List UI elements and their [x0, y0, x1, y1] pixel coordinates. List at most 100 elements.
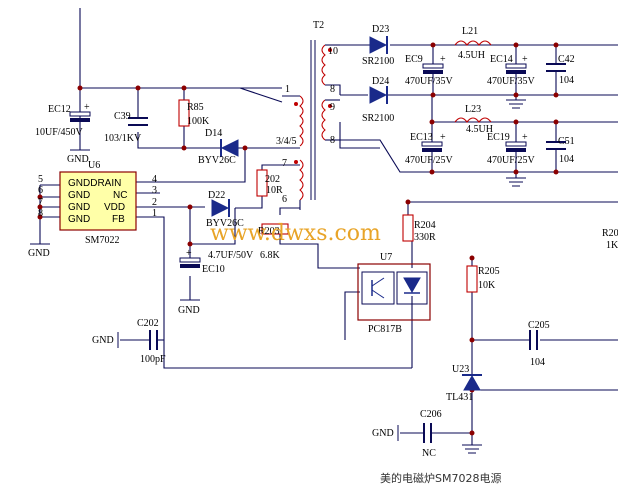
- svg-text:SR2100: SR2100: [362, 56, 394, 67]
- cap-ec19: + EC19 470UF/25V: [487, 132, 536, 166]
- cap-c39: C39 103/1KV: [104, 111, 148, 144]
- svg-text:C206: C206: [420, 409, 442, 420]
- wires: [39, 8, 618, 445]
- svg-text:GND: GND: [68, 214, 90, 225]
- resistor-r20x-partial: R20 1K: [602, 228, 618, 251]
- svg-text:GND: GND: [68, 202, 90, 213]
- ground-symbol-out1: [506, 99, 526, 109]
- svg-text:5: 5: [38, 174, 43, 185]
- svg-text:470UF/35V: 470UF/35V: [405, 76, 454, 87]
- junction-dots: [37, 42, 559, 436]
- svg-text:GND: GND: [28, 248, 50, 259]
- svg-text:L21: L21: [462, 26, 478, 37]
- cap-ec14: + EC14 470UF/35V: [487, 54, 536, 87]
- cap-ec9: + EC9 470UF/35V: [405, 54, 454, 87]
- svg-text:EC12: EC12: [48, 104, 71, 115]
- svg-text:U23: U23: [452, 364, 469, 375]
- svg-text:R204: R204: [414, 220, 436, 231]
- svg-text:+: +: [84, 102, 90, 113]
- svg-text:470UF/25V: 470UF/25V: [487, 155, 536, 166]
- t2-pin-7: 7: [282, 158, 287, 169]
- svg-text:4.5UH: 4.5UH: [466, 124, 493, 135]
- svg-text:SM7022: SM7022: [85, 235, 119, 246]
- svg-text:EC14: EC14: [490, 54, 513, 65]
- svg-text:+: +: [186, 248, 192, 259]
- t2-pin-6: 6: [282, 194, 287, 205]
- svg-text:GND: GND: [68, 190, 90, 201]
- svg-text:100K: 100K: [187, 116, 210, 127]
- t2-pin-8b: 8: [330, 135, 335, 146]
- svg-text:R205: R205: [478, 266, 500, 277]
- optocoupler-u7: U7 PC817B: [357, 252, 431, 335]
- svg-text:GND: GND: [67, 154, 89, 165]
- resistor-r205: R205 10K: [466, 265, 500, 293]
- svg-text:104: 104: [559, 75, 574, 86]
- cap-ec13: + EC13 470UF/25V: [405, 132, 454, 166]
- svg-text:R203: R203: [258, 226, 280, 237]
- inductor-l23: L23 4.5UH: [454, 104, 493, 135]
- svg-text:TL431: TL431: [446, 392, 473, 403]
- svg-text:103/1KV: 103/1KV: [104, 133, 142, 144]
- svg-text:L23: L23: [465, 104, 481, 115]
- ground-symbol-out2: [506, 177, 526, 187]
- svg-text:GNDDRAIN: GNDDRAIN: [68, 178, 121, 189]
- t2-pin-8a: 8: [330, 84, 335, 95]
- svg-text:NC: NC: [113, 190, 127, 201]
- svg-text:10K: 10K: [478, 280, 496, 291]
- svg-text:+: +: [440, 132, 446, 143]
- regulator-u23: U23 TL431: [446, 364, 482, 403]
- svg-text:+: +: [440, 54, 446, 65]
- svg-text:D23: D23: [372, 24, 389, 35]
- svg-text:1: 1: [152, 208, 157, 219]
- t2-pin-1: 1: [285, 84, 290, 95]
- svg-text:BYV26C: BYV26C: [198, 155, 236, 166]
- svg-text:8: 8: [38, 208, 43, 219]
- cap-c202: GND C202 100pF: [92, 318, 166, 365]
- svg-text:470UF/25V: 470UF/25V: [405, 155, 454, 166]
- t2-pin-345: 3/4/5: [276, 136, 297, 147]
- svg-text:6: 6: [38, 185, 43, 196]
- svg-text:R20: R20: [602, 228, 618, 239]
- t2-label: T2: [313, 20, 324, 31]
- cap-c205: C205 104: [528, 320, 550, 368]
- svg-text:104: 104: [559, 154, 574, 165]
- svg-text:FB: FB: [112, 214, 125, 225]
- svg-text:www.dwxs.com: www.dwxs.com: [210, 221, 381, 246]
- svg-text:D14: D14: [205, 128, 222, 139]
- caption: 美的电磁炉SM7028电源: [380, 471, 501, 485]
- svg-text:SR2100: SR2100: [362, 113, 394, 124]
- diode-d22: D22 BYV26C: [206, 190, 244, 229]
- svg-text:PC817B: PC817B: [368, 324, 402, 335]
- cap-c42: C42 104: [546, 54, 575, 86]
- svg-text:3: 3: [152, 185, 157, 196]
- svg-text:10UF/450V: 10UF/450V: [35, 127, 84, 138]
- ground-symbol-bottom: [462, 444, 482, 454]
- cap-ec10: + 4.7UF/50V EC10 GND: [178, 248, 254, 316]
- cap-c51: C51 104: [546, 136, 575, 165]
- svg-text:202: 202: [265, 174, 280, 185]
- svg-text:+: +: [522, 132, 528, 143]
- svg-text:104: 104: [530, 357, 545, 368]
- svg-text:4.5UH: 4.5UH: [458, 50, 485, 61]
- svg-text:EC10: EC10: [202, 264, 225, 275]
- svg-text:100pF: 100pF: [140, 354, 166, 365]
- t2-pin-9: 9: [330, 102, 335, 113]
- svg-text:U6: U6: [88, 160, 100, 171]
- svg-text:R85: R85: [187, 102, 204, 113]
- svg-text:4: 4: [152, 174, 157, 185]
- svg-text:6.8K: 6.8K: [260, 250, 281, 261]
- svg-text:2: 2: [152, 197, 157, 208]
- resistor-r203: R203 6.8K: [258, 223, 289, 261]
- svg-text:1K: 1K: [606, 240, 618, 251]
- diode-d14: D14 BYV26C: [198, 128, 239, 166]
- svg-text:GND: GND: [372, 428, 394, 439]
- resistor-r85: R85 100K: [178, 99, 210, 127]
- cap-ec12: + EC12 10UF/450V GND: [35, 102, 91, 165]
- diode-d23: D23 SR2100: [362, 24, 394, 67]
- svg-text:7: 7: [38, 197, 43, 208]
- svg-text:VDD: VDD: [104, 202, 125, 213]
- svg-text:NC: NC: [422, 448, 436, 459]
- watermark: www.dwxs.com: [210, 221, 381, 246]
